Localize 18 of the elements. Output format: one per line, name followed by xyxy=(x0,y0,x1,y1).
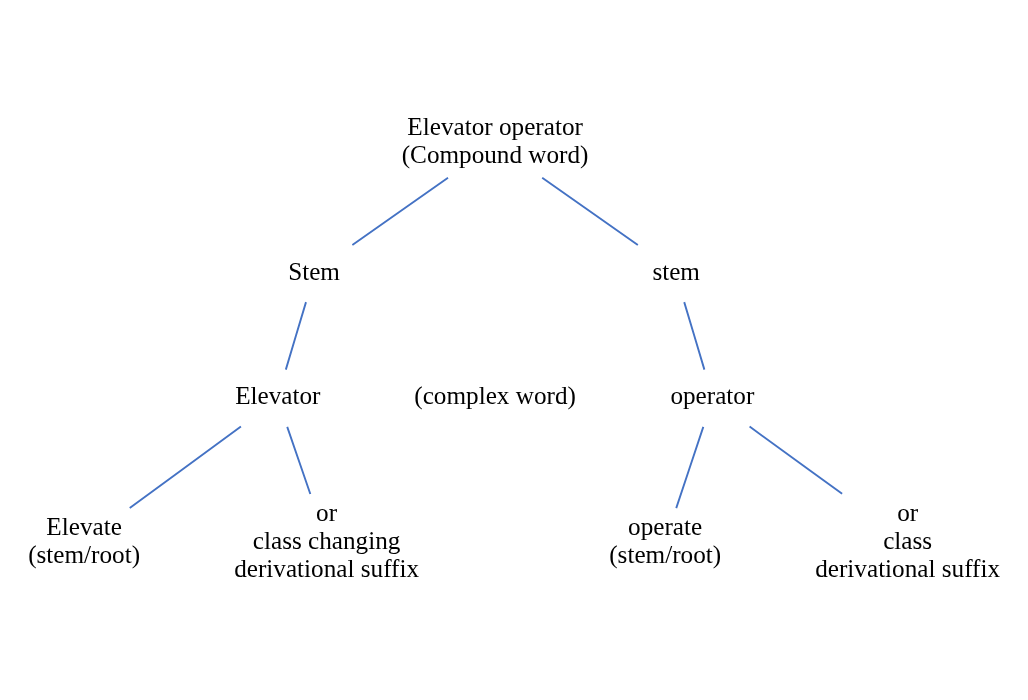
node-text: operator xyxy=(670,382,755,410)
node-text: or class derivational suffix xyxy=(815,498,1001,583)
connector xyxy=(748,425,844,495)
connector xyxy=(128,425,242,509)
node-text: operate (stem/root) xyxy=(609,512,722,569)
connector xyxy=(286,425,312,495)
node-text: or class changing derivational suffix xyxy=(234,498,420,583)
node-text: stem xyxy=(652,257,700,285)
node-text: Stem xyxy=(288,257,340,285)
connector xyxy=(541,176,639,246)
connector xyxy=(351,176,449,246)
connector xyxy=(675,425,705,510)
connector xyxy=(683,301,706,371)
node-text: Elevate (stem/root) xyxy=(28,512,141,569)
node-text: Elevator operator (Compound word) xyxy=(401,112,589,169)
connector xyxy=(284,301,307,371)
node-text: Elevator xyxy=(235,382,321,410)
label: (complex word) xyxy=(414,382,576,410)
